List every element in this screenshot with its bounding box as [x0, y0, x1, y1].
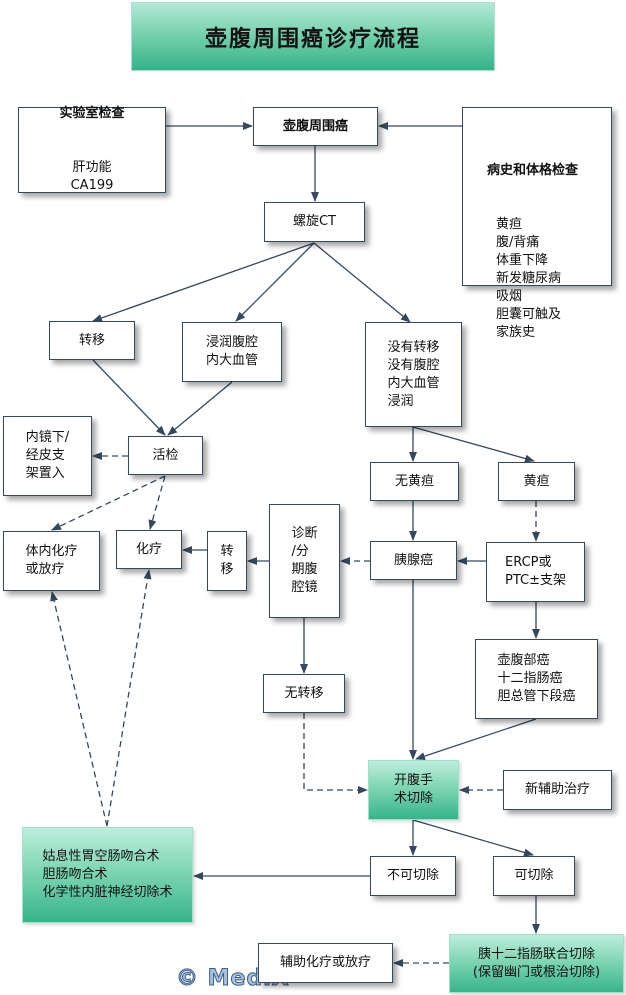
node-stent-placement-label: 内镜下/ 经皮支 架置入: [25, 430, 70, 481]
node-chemotherapy[interactable]: 化疗: [116, 530, 182, 569]
node-no-metastasis-no-invasion-label: 没有转移 没有腹腔 内大血管 浸润: [387, 339, 440, 409]
node-jaundice-label: 黄疸: [523, 473, 550, 489]
node-jaundice[interactable]: 黄疸: [498, 462, 575, 501]
node-periampullary-cancer[interactable]: 壶腹周围癌: [253, 107, 378, 146]
node-lab-tests-heading: 实验室检查: [59, 106, 125, 121]
node-vessel-invasion[interactable]: 浸润腹腔 内大血管: [182, 322, 282, 382]
node-laparotomy-resection-label: 开腹手 术切除: [393, 773, 433, 806]
node-unresectable[interactable]: 不可切除: [370, 856, 456, 896]
node-pancreatic-cancer[interactable]: 胰腺癌: [370, 541, 457, 580]
node-adjuvant-label: 辅助化疗或放疗: [279, 955, 371, 970]
node-adjuvant[interactable]: 辅助化疗或放疗: [258, 943, 393, 983]
node-lab-tests-lines: 肝功能 CA199: [70, 160, 114, 193]
node-ampullary-duodenal-bile[interactable]: 壶腹部癌 十二指肠癌 胆总管下段癌: [475, 639, 598, 719]
node-metastasis[interactable]: 转移: [49, 321, 135, 360]
arrow-nometastasis-to-laparotomy: [303, 713, 368, 794]
arrow-palliative-to-chemo: [106, 569, 152, 827]
node-history-exam-heading: 病史和体格检查: [487, 163, 579, 178]
node-systemic-chemo-radio-label: 体内化疗 或放疗: [25, 544, 78, 577]
node-stent-placement[interactable]: 内镜下/ 经皮支 架置入: [3, 416, 92, 496]
arrow-laparotomy-to-resectable: [412, 819, 534, 857]
node-periampullary-cancer-label: 壶腹周围癌: [282, 118, 348, 134]
node-systemic-chemo-radio[interactable]: 体内化疗 或放疗: [3, 531, 100, 591]
arrow-ampullary-to-laparotomy: [415, 718, 537, 760]
arrow-nometa-to-jaundice: [412, 426, 535, 463]
node-whipple-label: 胰十二指肠联合切除 (保留幽门或根治切除): [472, 946, 601, 980]
node-metastasis-label: 转移: [78, 332, 105, 348]
node-ercp-ptc-label: ERCP或 PTC±支架: [505, 555, 566, 588]
arrow-biopsy-to-systemic: [51, 475, 166, 531]
node-spiral-ct[interactable]: 螺旋CT: [264, 202, 365, 242]
node-staging-laparoscopy-label: 诊断 /分 期腹 腔镜: [291, 526, 318, 595]
node-metastasis-vertical-label: 转 移: [220, 544, 234, 577]
node-vessel-invasion-label: 浸润腹腔 内大血管: [205, 335, 258, 368]
node-pancreatic-cancer-label: 胰腺癌: [393, 552, 433, 568]
node-no-jaundice-label: 无黄疸: [394, 473, 434, 489]
node-unresectable-label: 不可切除: [386, 868, 439, 883]
node-no-metastasis-no-invasion[interactable]: 没有转移 没有腹腔 内大血管 浸润: [365, 322, 462, 427]
node-neoadjuvant[interactable]: 新辅助治疗: [503, 770, 612, 810]
arrow-palliative-to-systemic: [50, 591, 108, 827]
node-resectable-label: 可切除: [514, 868, 554, 883]
arrow-metastasis-to-biopsy: [92, 359, 166, 436]
node-history-exam-lines: 黄疸 腹/背痛 体重下降 新发糖尿病 吸烟 胆囊可触及 家族史: [496, 217, 562, 340]
node-metastasis-vertical[interactable]: 转 移: [207, 531, 247, 591]
node-history-exam[interactable]: 病史和体格检查 黄疸 腹/背痛 体重下降 新发糖尿病 吸烟 胆囊可触及 家族史: [462, 107, 612, 340]
arrow-biopsy-to-chemo: [148, 475, 166, 530]
node-whipple[interactable]: 胰十二指肠联合切除 (保留幽门或根治切除): [449, 934, 624, 993]
node-ampullary-duodenal-bile-label: 壶腹部癌 十二指肠癌 胆总管下段癌: [497, 653, 576, 704]
node-no-jaundice[interactable]: 无黄疸: [370, 462, 459, 501]
node-chemotherapy-label: 化疗: [135, 541, 162, 557]
node-palliative-surgery-label: 姑息性胃空肠吻合术 胆肠吻合术 化学性内脏神经切除术: [42, 849, 173, 900]
node-lab-tests[interactable]: 实验室检查 肝功能 CA199: [18, 106, 166, 193]
arrow-invasion-to-biopsy: [167, 381, 233, 436]
page-title: 壶腹周围癌诊疗流程: [131, 2, 495, 71]
node-ercp-ptc[interactable]: ERCP或 PTC±支架: [486, 542, 585, 602]
arrow-ct-to-no-metastasis: [313, 242, 411, 323]
node-laparotomy-resection[interactable]: 开腹手 术切除: [368, 760, 459, 820]
node-biopsy-label: 活检: [152, 447, 179, 463]
arrow-ct-to-metastasis: [92, 242, 315, 322]
node-palliative-surgery[interactable]: 姑息性胃空肠吻合术 胆肠吻合术 化学性内脏神经切除术: [22, 827, 193, 923]
node-resectable[interactable]: 可切除: [493, 856, 575, 896]
node-no-metastasis-label: 无转移: [284, 685, 324, 701]
node-no-metastasis[interactable]: 无转移: [263, 674, 345, 713]
node-biopsy[interactable]: 活检: [128, 436, 203, 475]
node-neoadjuvant-label: 新辅助治疗: [524, 782, 590, 797]
node-staging-laparoscopy[interactable]: 诊断 /分 期腹 腔镜: [269, 504, 340, 618]
node-spiral-ct-label: 螺旋CT: [292, 214, 337, 229]
arrow-ct-to-invasion: [235, 242, 315, 322]
